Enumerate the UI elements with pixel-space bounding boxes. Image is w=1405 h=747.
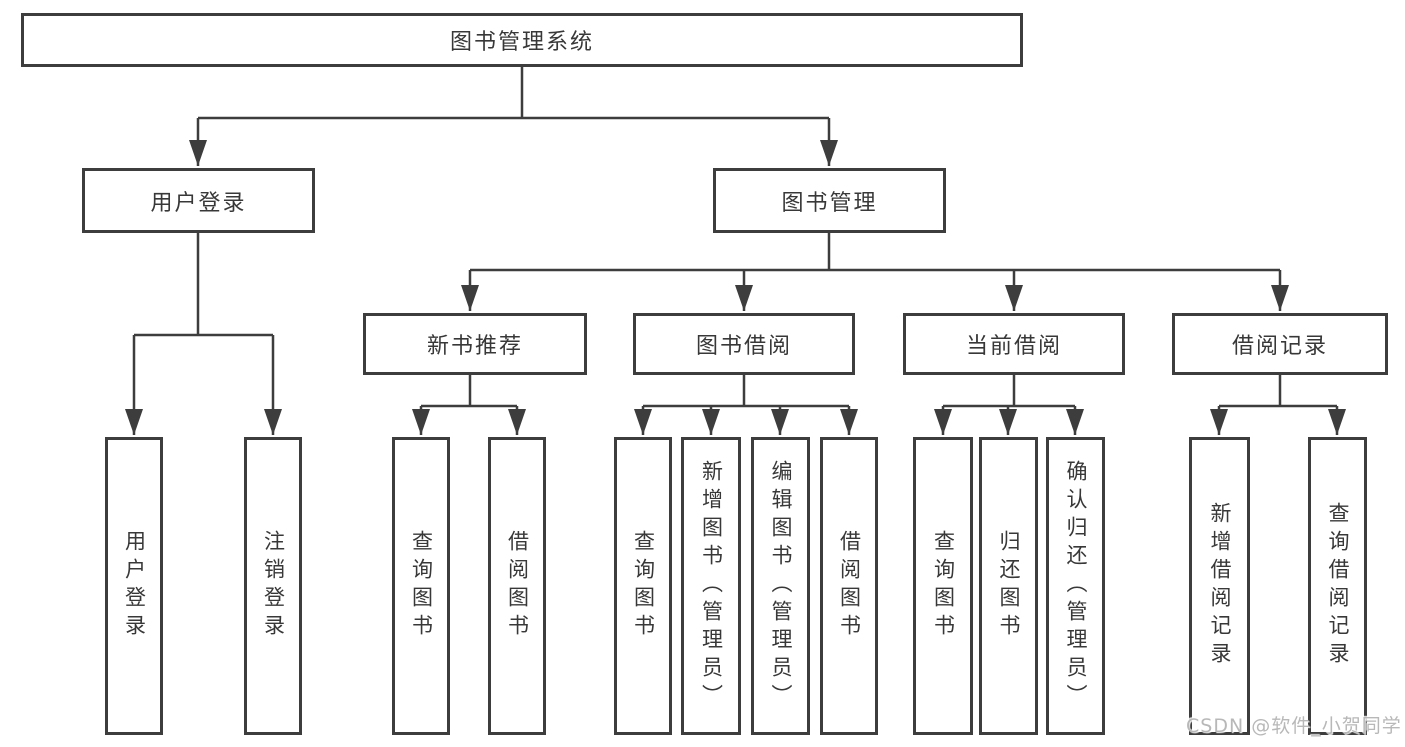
node-label: 查询借阅记录 <box>1326 502 1350 670</box>
node-label: 用户登录 <box>122 530 147 642</box>
leaf-query-books-current: 查询图书 <box>913 437 973 735</box>
leaf-query-borrow-record: 查询借阅记录 <box>1308 437 1367 735</box>
node-label: 图书借阅 <box>695 334 792 359</box>
node-label: 查询图书 <box>631 530 656 642</box>
leaf-borrow-books-recommendation: 借阅图书 <box>488 437 546 735</box>
leaf-return-books: 归还图书 <box>979 437 1038 735</box>
leaf-user-login: 用户登录 <box>105 437 163 735</box>
csdn-watermark: CSDN @软件_小贺同学 <box>1186 715 1402 737</box>
node-label: 借阅图书 <box>837 530 862 642</box>
node-label: 编辑图书（管理员） <box>769 460 793 712</box>
node-label: 图书管理 <box>781 190 878 216</box>
node-label: 归还图书 <box>997 530 1021 642</box>
node-label: 查询图书 <box>931 530 956 642</box>
node-label: 注销登录 <box>261 530 286 642</box>
node-borrowing-records: 借阅记录 <box>1172 313 1388 375</box>
node-book-management: 图书管理 <box>713 168 946 233</box>
leaf-borrow-books: 借阅图书 <box>820 437 878 735</box>
leaf-edit-book-admin: 编辑图书（管理员） <box>751 437 810 735</box>
node-label: 新增图书（管理员） <box>699 460 724 712</box>
node-label: 新书推荐 <box>426 334 523 359</box>
node-label: 新增借阅记录 <box>1208 502 1232 670</box>
node-label: 当前借阅 <box>965 334 1062 359</box>
node-label: 用户登录 <box>150 190 247 216</box>
leaf-confirm-return-admin: 确认归还（管理员） <box>1046 437 1105 735</box>
node-book-borrowing: 图书借阅 <box>633 313 855 375</box>
leaf-add-borrow-record: 新增借阅记录 <box>1189 437 1250 735</box>
leaf-query-books-borrowing: 查询图书 <box>614 437 672 735</box>
node-label: 借阅记录 <box>1231 334 1328 359</box>
node-library-management-system: 图书管理系统 <box>21 13 1023 67</box>
node-new-book-recommendation: 新书推荐 <box>363 313 587 375</box>
node-label: 借阅图书 <box>505 530 530 642</box>
node-user-login: 用户登录 <box>82 168 315 233</box>
leaf-logout: 注销登录 <box>244 437 302 735</box>
leaf-query-books-recommendation: 查询图书 <box>392 437 450 735</box>
node-label: 查询图书 <box>409 530 434 642</box>
leaf-add-book-admin: 新增图书（管理员） <box>681 437 741 735</box>
node-label: 确认归还（管理员） <box>1064 460 1088 712</box>
node-label: 图书管理系统 <box>449 30 594 55</box>
node-current-borrowing: 当前借阅 <box>903 313 1125 375</box>
